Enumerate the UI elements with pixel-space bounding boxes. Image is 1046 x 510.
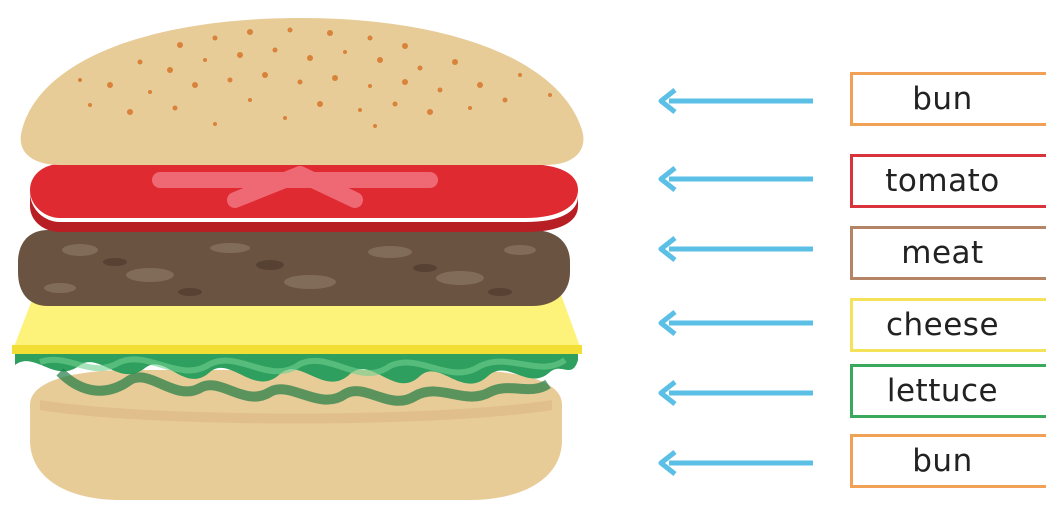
label-cheese: cheese xyxy=(850,298,1046,352)
bottom-bun xyxy=(30,370,562,500)
arrow-left-icon xyxy=(658,380,813,406)
arrow-left-icon xyxy=(658,166,813,192)
arrow-left-icon xyxy=(658,310,813,336)
label-bun-bottom: bun xyxy=(850,434,1046,488)
label-bun-top: bun xyxy=(850,72,1046,126)
label-tomato: tomato xyxy=(850,154,1046,208)
arrow-left-icon xyxy=(658,450,813,476)
sesame-seeds xyxy=(78,27,552,128)
meat-patty xyxy=(18,230,570,306)
label-lettuce: lettuce xyxy=(850,364,1046,418)
top-bun xyxy=(20,18,584,165)
arrow-left-icon xyxy=(658,88,813,114)
burger-illustration xyxy=(12,18,584,500)
label-meat: meat xyxy=(850,226,1046,280)
cheese-layer xyxy=(12,292,582,352)
arrow-left-icon xyxy=(658,236,813,262)
